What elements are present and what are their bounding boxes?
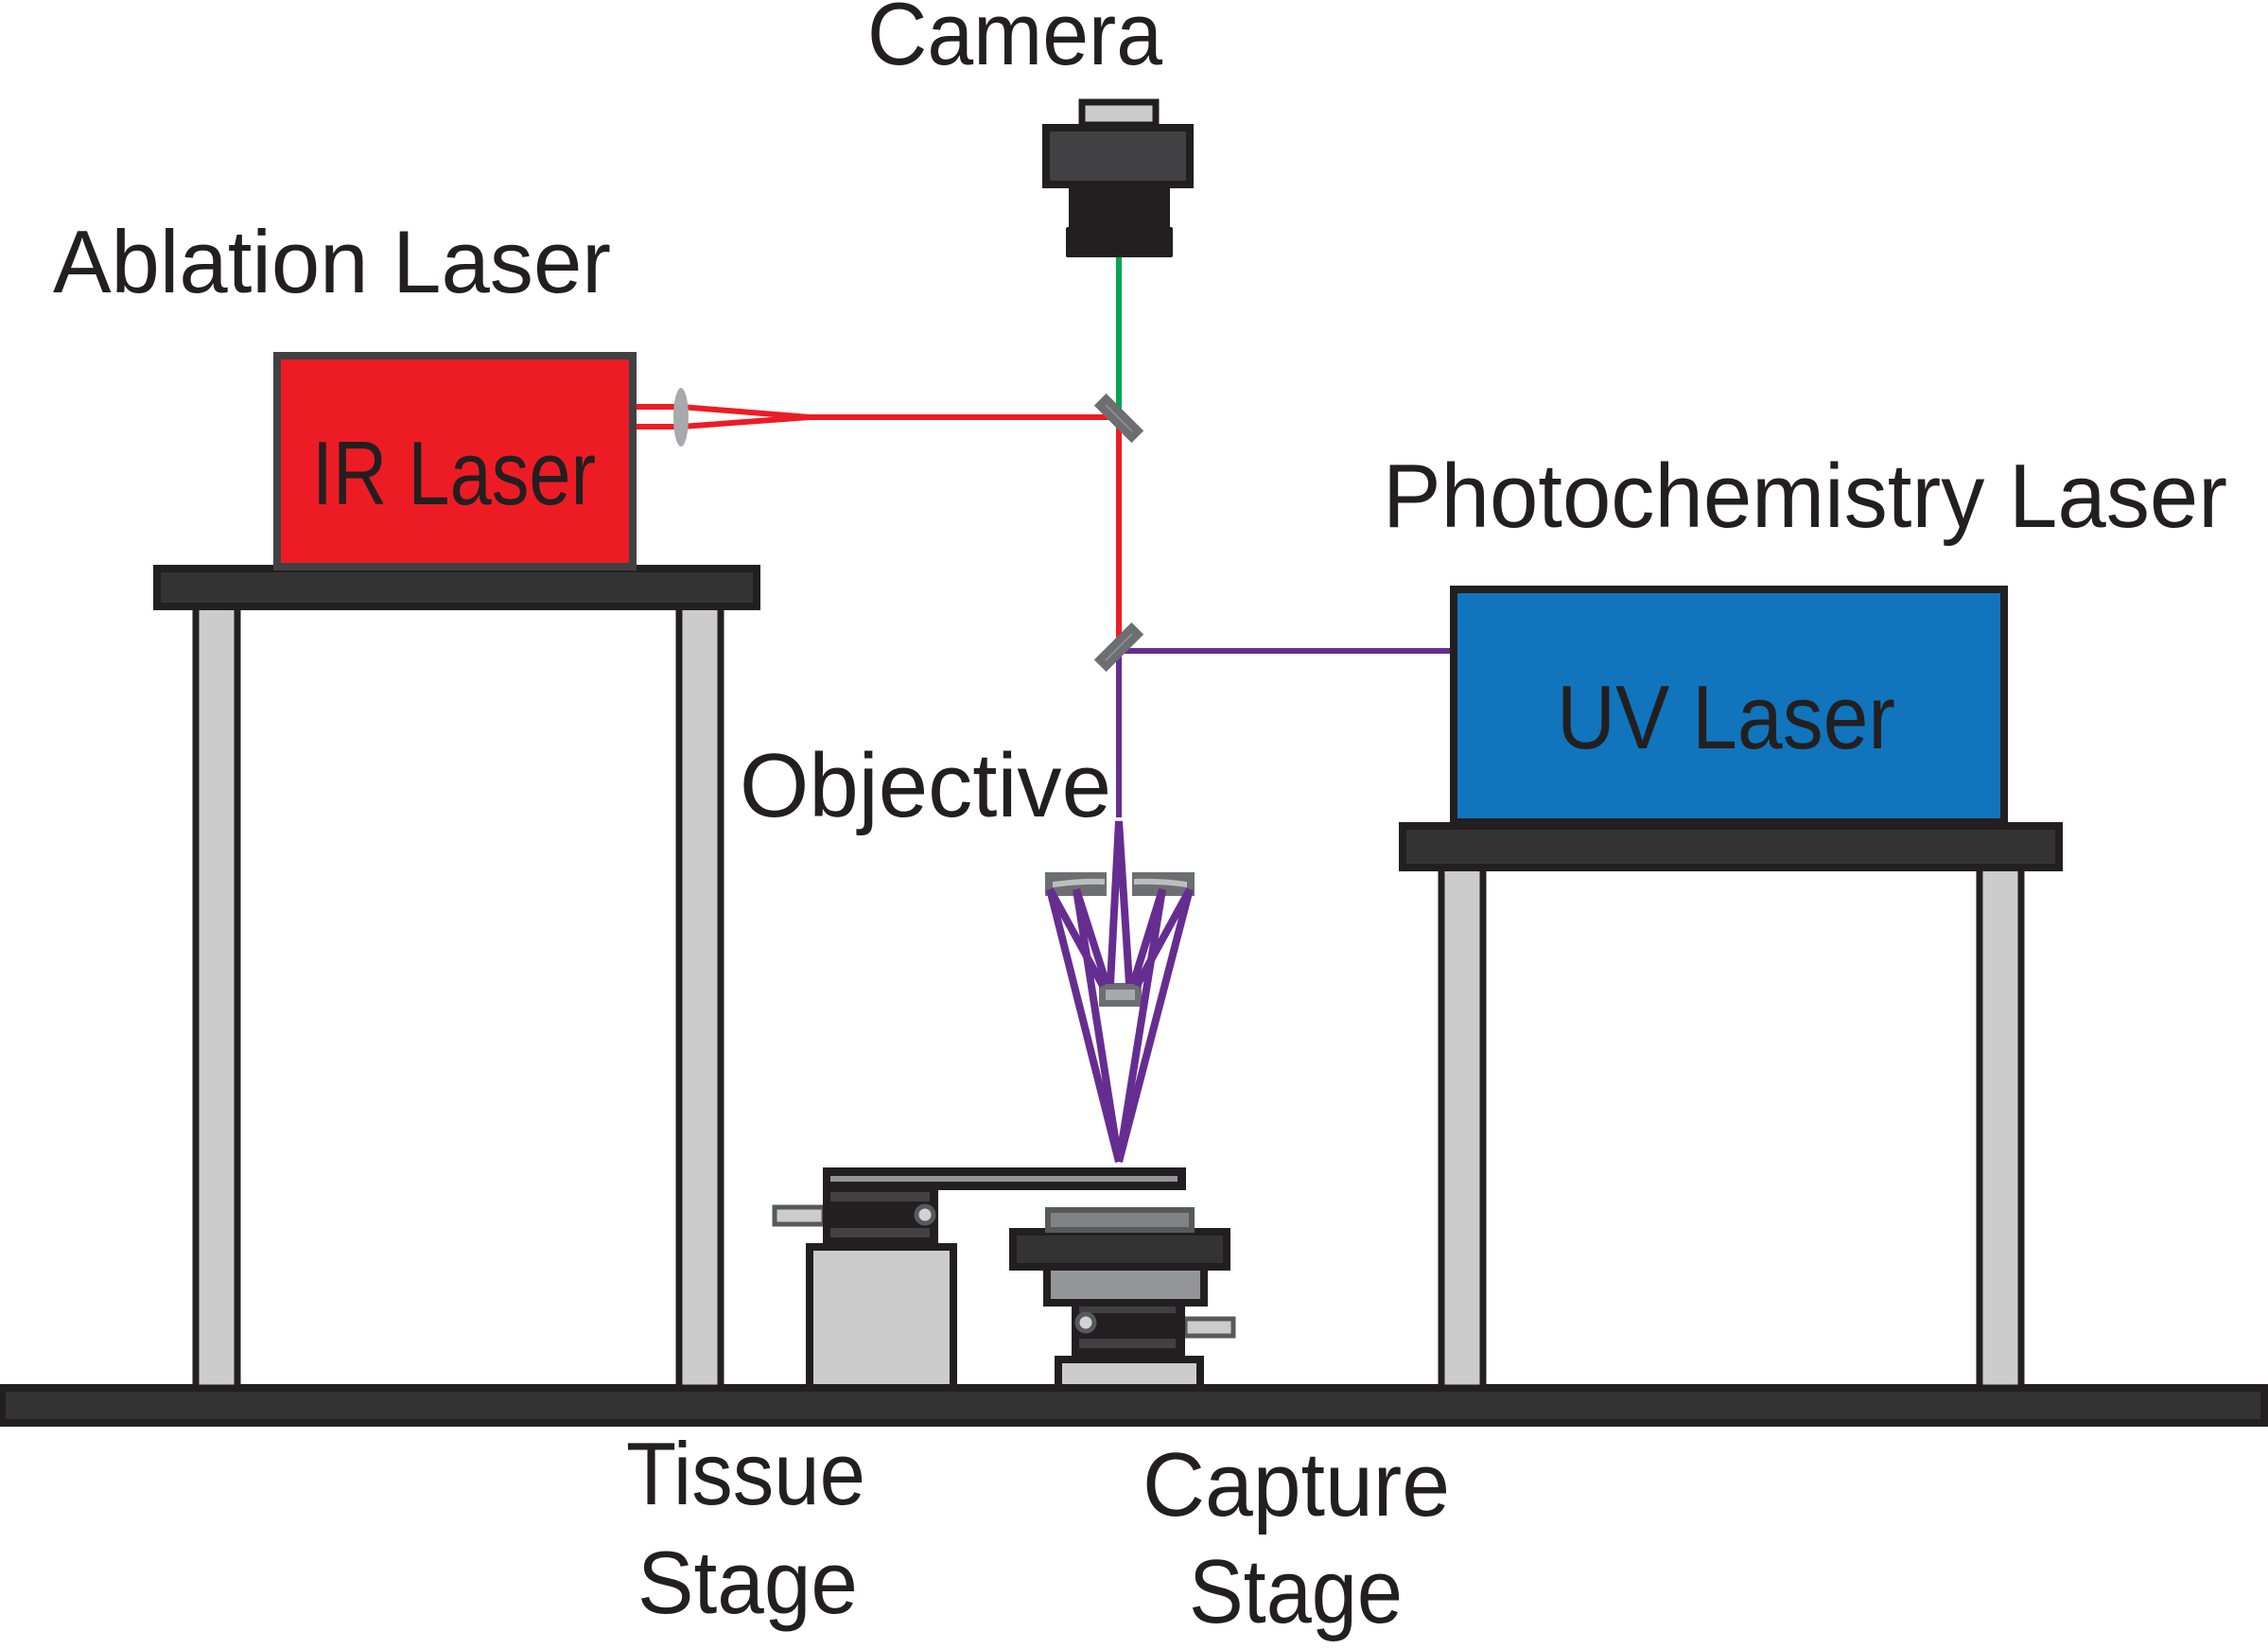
left-table-leg-1 [192,602,241,1392]
capture-stage-knob [1074,1311,1097,1334]
right-table-leg-1 [1438,864,1487,1392]
ablation-laser-label: Ablation Laser [53,212,611,311]
uv-laser: UV Laser [1450,586,2008,826]
capture-stage-base [1055,1356,1204,1392]
capture-stage-mid [1043,1263,1208,1307]
tissue-stage [772,1167,1186,1392]
optical-table-floor [0,1384,2268,1427]
reflective-objective-icon [1045,820,1195,1164]
mirror-icon [1093,622,1144,673]
uv-laser-box [1450,586,2008,826]
tissue-stage-label-line1: Tissue [626,1424,865,1523]
ir-laser-box [273,352,637,570]
left-table-leg-2 [675,602,724,1392]
objective-ray [1073,888,1123,1163]
capture-stage-plate [1009,1228,1230,1271]
camera-icon [1042,98,1194,257]
capture-stage [1009,1207,1236,1392]
objective-label: Objective [740,735,1111,836]
tissue-stage-knob-rod [772,1204,827,1227]
ir-beam-converge-upper [680,404,811,420]
capture-substrate [1045,1207,1195,1233]
mirror-icon [1093,393,1144,444]
right-table-leg-2 [1976,864,2025,1392]
capture-stage-knob-rod [1182,1316,1236,1339]
capture-stage-label-line1: Capture [1143,1434,1450,1535]
photochemistry-laser-label: Photochemistry Laser [1383,446,2227,547]
beam-paths [636,257,1450,817]
ir-laser-label: IR Laser [312,423,596,524]
camera-label: Camera [867,0,1163,83]
tissue-stage-knob [914,1203,936,1226]
tissue-stage-base [806,1243,957,1392]
uv-laser-label: UV Laser [1557,667,1895,768]
objective-ray [1107,820,1133,985]
left-table [153,565,760,1392]
ir-beam-converge-lower [680,414,811,430]
tissue-stage-label-line2: Stage [637,1533,858,1632]
objective-ray [1115,888,1166,1163]
right-table-top [1399,822,2063,871]
objective-ray [1115,887,1194,1164]
objective-ray [1046,888,1123,1163]
objective-ray [1133,887,1194,988]
ir-laser: IR Laser [273,352,637,570]
objective-ray [1046,887,1107,988]
lens-icon [673,388,689,447]
left-table-top [153,565,760,610]
right-table [1399,822,2063,1392]
capture-stage-label-line2: Stage [1189,1541,1403,1642]
